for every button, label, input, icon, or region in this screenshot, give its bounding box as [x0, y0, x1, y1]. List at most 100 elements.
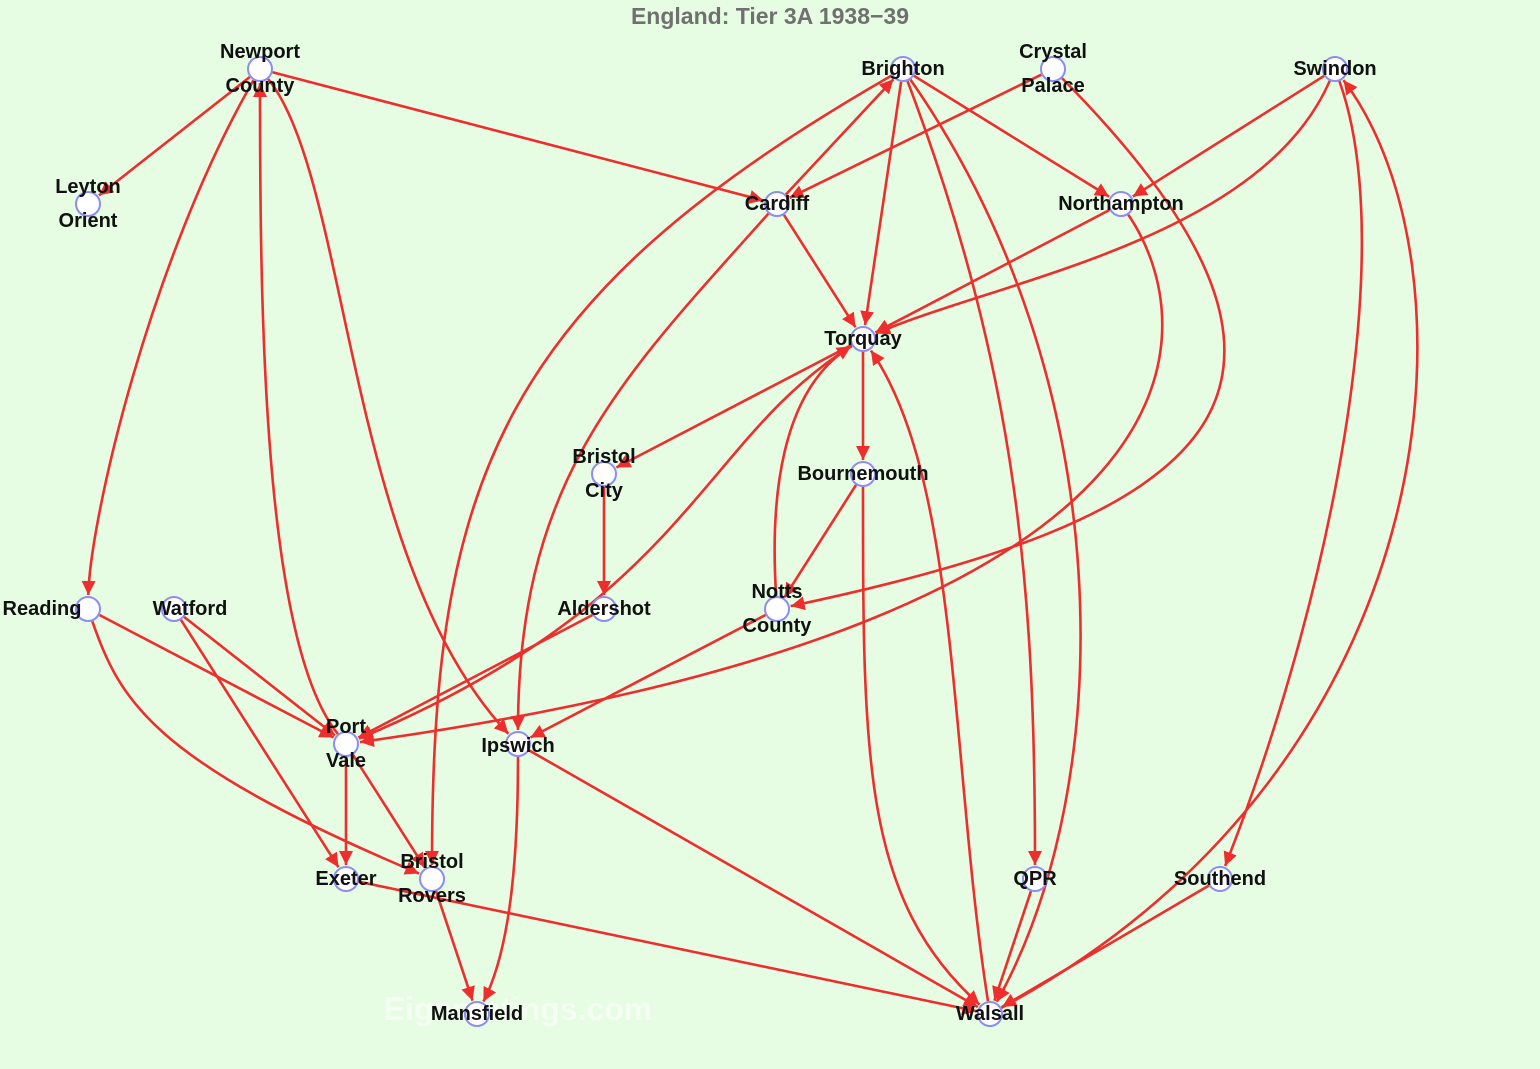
edge-aldershot-to-portvale — [357, 613, 594, 739]
edge-swindon-to-southend — [1223, 80, 1364, 867]
node-circle-reading — [75, 596, 101, 622]
node-label-notts-1: Notts — [751, 581, 802, 603]
edge-torquay-to-bristolcity — [615, 343, 853, 469]
edge-crystal-to-notts — [790, 77, 1226, 611]
edge-newport-to-cardiff — [272, 71, 764, 204]
edge-brighton-to-qpr — [906, 80, 1042, 866]
node-label-watford-1: Watford — [153, 598, 228, 620]
diagram-title: England: Tier 3A 1938−39 — [631, 3, 909, 29]
edge-torquay-to-portvale — [358, 344, 853, 740]
node-label-swindon-1: Swindon — [1293, 58, 1376, 80]
edge-exeter-to-walsall — [358, 880, 977, 1016]
node-circle-swindon — [1322, 56, 1348, 82]
node-label-bristolrovers-2: Rovers — [398, 885, 466, 907]
node-brighton: Brighton — [861, 56, 945, 82]
edge-brighton-to-walsall — [909, 78, 1082, 1003]
node-label-mansfield-1: Mansfield — [431, 1003, 523, 1025]
node-label-bournemouth-1: Bournemouth — [797, 463, 928, 485]
node-circle-southend — [1207, 866, 1233, 892]
node-circle-mansfield — [464, 1001, 490, 1027]
node-label-portvale-1: Port — [326, 716, 366, 738]
edge-brighton-to-bristolrovers — [425, 74, 893, 866]
node-ipswich: Ipswich — [481, 731, 555, 757]
node-bournemouth: Bournemouth — [797, 461, 929, 487]
node-circle-bristolcity — [591, 461, 617, 487]
node-circle-leyton — [75, 191, 101, 217]
node-circle-torquay — [850, 326, 876, 352]
edge-watford-to-portvale — [183, 616, 336, 737]
node-circle-ipswich — [505, 731, 531, 757]
edge-northampton-to-portvale — [359, 214, 1164, 748]
edge-reading-to-bristolrovers — [91, 620, 420, 875]
edge-northampton-to-torquay — [874, 208, 1111, 334]
edge-notts-to-torquay — [773, 345, 852, 597]
edge-cardiff-to-torquay — [782, 214, 857, 328]
node-label-southend-1: Southend — [1174, 868, 1266, 890]
node-label-notts-2: County — [743, 615, 813, 637]
edge-ipswich-to-walsall — [528, 749, 979, 1009]
node-label-walsall-1: Walsall — [956, 1003, 1024, 1025]
node-label-bristolcity-2: City — [585, 480, 624, 502]
edge-walsall-to-swindon — [1000, 79, 1419, 1009]
node-label-newport-1: Newport — [220, 41, 300, 63]
node-label-aldershot-1: Aldershot — [557, 598, 651, 620]
node-cardiff: Cardiff — [745, 191, 810, 217]
edge-layer — [81, 71, 1419, 1016]
node-circle-crystal — [1040, 56, 1066, 82]
node-label-crystal-1: Crystal — [1019, 41, 1087, 63]
node-circle-northampton — [1108, 191, 1134, 217]
node-walsall: Walsall — [956, 1001, 1024, 1027]
node-label-exeter-1: Exeter — [315, 868, 376, 890]
node-watford: Watford — [153, 596, 228, 622]
edge-bournemouth-to-walsall — [861, 486, 981, 1006]
node-label-brighton-1: Brighton — [861, 58, 944, 80]
edge-swindon-to-northampton — [1132, 74, 1325, 198]
node-circle-bristolrovers — [419, 866, 445, 892]
node-label-torquay-1: Torquay — [824, 328, 902, 350]
edge-crystal-to-cardiff — [789, 73, 1042, 200]
node-label-crystal-2: Palace — [1021, 75, 1084, 97]
edge-bristolrovers-to-mansfield — [434, 890, 475, 1002]
node-circle-portvale — [333, 731, 359, 757]
node-circle-newport — [247, 56, 273, 82]
node-circle-qpr — [1022, 866, 1048, 892]
node-label-portvale-2: Vale — [326, 750, 366, 772]
edge-bournemouth-to-notts — [783, 484, 858, 598]
node-label-northampton-1: Northampton — [1058, 193, 1184, 215]
node-label-reading-1: Reading — [3, 598, 82, 620]
node-label-bristolcity-1: Bristol — [572, 446, 635, 468]
edge-ipswich-to-mansfield — [482, 756, 520, 1003]
node-circle-watford — [161, 596, 187, 622]
edge-portvale-to-bristolrovers — [351, 754, 426, 868]
edge-newport-to-leyton — [98, 76, 251, 197]
edge-cardiff-to-brighton — [784, 78, 895, 196]
node-label-qpr-1: QPR — [1013, 868, 1057, 890]
edge-swindon-to-torquay — [875, 80, 1331, 335]
node-southend: Southend — [1174, 866, 1266, 892]
node-circle-brighton — [890, 56, 916, 82]
edge-watford-to-exeter — [179, 619, 340, 868]
node-label-leyton-2: Orient — [59, 210, 118, 232]
node-label-ipswich-1: Ipswich — [481, 735, 554, 757]
node-label-bristolrovers-1: Bristol — [400, 851, 463, 873]
node-circle-aldershot — [591, 596, 617, 622]
edge-brighton-to-torquay — [860, 81, 903, 326]
node-label-cardiff-1: Cardiff — [745, 193, 810, 215]
node-layer: NewportCountyLeytonOrientBrightonCrystal… — [3, 41, 1377, 1027]
edge-newport-to-reading — [81, 79, 255, 596]
node-circle-cardiff — [764, 191, 790, 217]
edge-southend-to-walsall — [1001, 884, 1210, 1009]
node-qpr: QPR — [1013, 866, 1057, 892]
edge-brighton-to-northampton — [913, 74, 1110, 198]
node-circle-bournemouth — [850, 461, 876, 487]
node-swindon: Swindon — [1293, 56, 1377, 82]
node-mansfield: Mansfield — [431, 1001, 523, 1027]
node-torquay: Torquay — [824, 326, 903, 352]
